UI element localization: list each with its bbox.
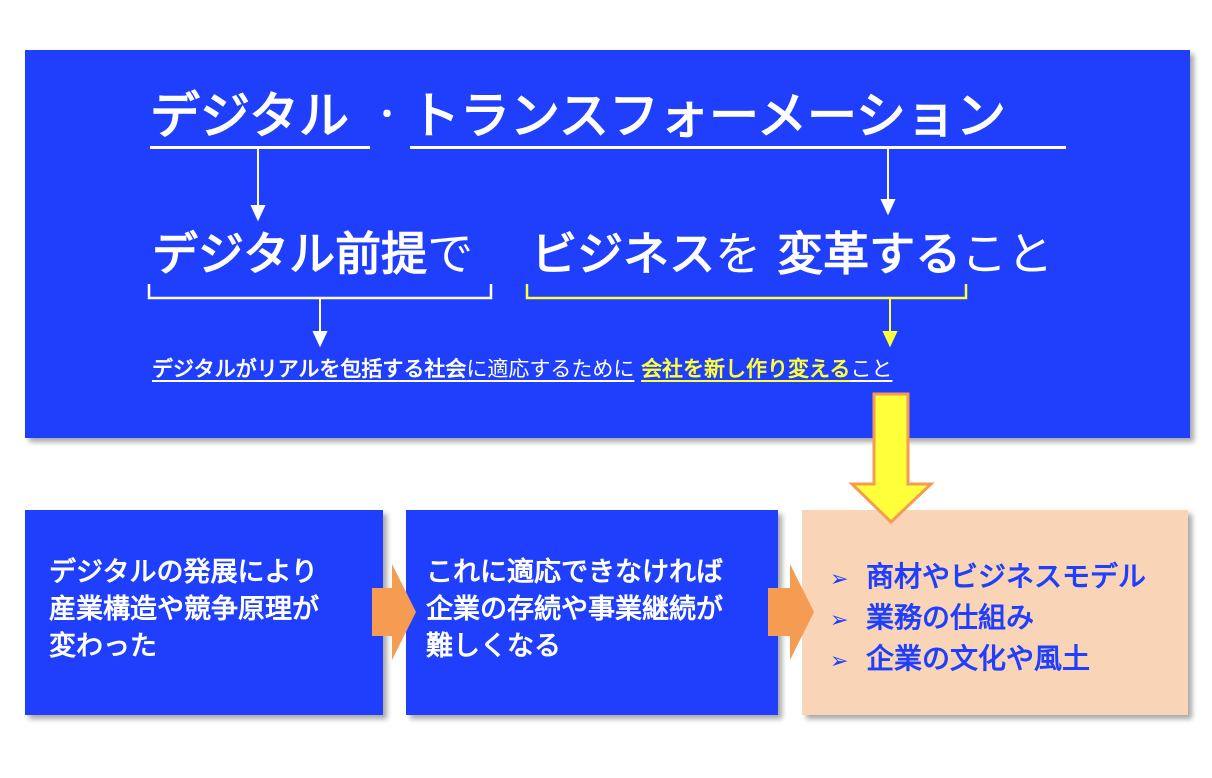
definition-wo: を <box>715 227 762 281</box>
target-label: 企業の文化や風土 <box>866 642 1091 675</box>
flow-arrow-right-2 <box>768 564 814 660</box>
definition-panel <box>25 50 1190 438</box>
flow-line: 企業の存続や事業継続が <box>426 594 723 625</box>
explanation-rebuild-company: 会社を新し作り変える <box>641 357 851 381</box>
definition-koto: こと <box>961 227 1054 281</box>
arrowhead-bullet-icon: ➢ <box>830 649 849 674</box>
flow-line: 変わった <box>49 631 157 662</box>
title-underline-right <box>410 146 1066 149</box>
arrow-down-bracket-left <box>312 299 328 348</box>
arrowhead-bullet-icon: ➢ <box>830 567 849 592</box>
title-transformation: トランスフォーメーション <box>410 87 1006 145</box>
definition-business: ビジネス <box>531 227 716 281</box>
flow-box-risk: これに適応できなければ 企業の存続や事業継続が 難しくなる <box>406 510 778 715</box>
definition-digital-premise: デジタル前提 <box>152 227 428 281</box>
targets-box: ➢ 商材やビジネスモデル ➢ 業務の仕組み ➢ 企業の文化や風土 <box>802 510 1188 715</box>
bracket-right <box>525 284 968 300</box>
arrow-down-bracket-right <box>882 299 898 348</box>
target-item: ➢ 企業の文化や風土 <box>830 640 1188 681</box>
flow-box-cause: デジタルの発展により 産業構造や競争原理が 変わった <box>25 510 383 715</box>
arrowhead-bullet-icon: ➢ <box>830 608 849 633</box>
definition-line: デジタル前提で ビジネスを 変革すること <box>152 224 1053 284</box>
explanation-adapt: に適応するために <box>466 357 635 381</box>
explanation-line: デジタルがリアルを包括する社会に適応するために 会社を新し作り変えること <box>152 354 892 384</box>
arrow-down-right <box>880 148 896 216</box>
flow-line: 産業構造や競争原理が <box>49 594 319 625</box>
flow-line: デジタルの発展により <box>49 557 318 588</box>
explanation-koto: こと <box>850 357 893 381</box>
flow-arrow-right-1 <box>372 564 416 660</box>
flow-line: 難しくなる <box>426 631 561 662</box>
target-label: 商材やビジネスモデル <box>866 560 1147 593</box>
title-dot: ・ <box>372 98 402 133</box>
target-item: ➢ 商材やビジネスモデル <box>830 558 1188 599</box>
explanation-society: デジタルがリアルを包括する社会 <box>152 357 467 381</box>
title-underline-left <box>150 146 370 149</box>
arrow-down-left <box>250 148 266 222</box>
target-label: 業務の仕組み <box>866 601 1035 634</box>
definition-transform: 変革する <box>777 227 962 281</box>
definition-de: で <box>427 227 474 281</box>
target-item: ➢ 業務の仕組み <box>830 599 1188 640</box>
bracket-left <box>147 284 493 300</box>
title-digital: デジタル <box>150 87 349 145</box>
big-arrow-down <box>848 392 935 525</box>
flow-line: これに適応できなければ <box>426 557 723 588</box>
